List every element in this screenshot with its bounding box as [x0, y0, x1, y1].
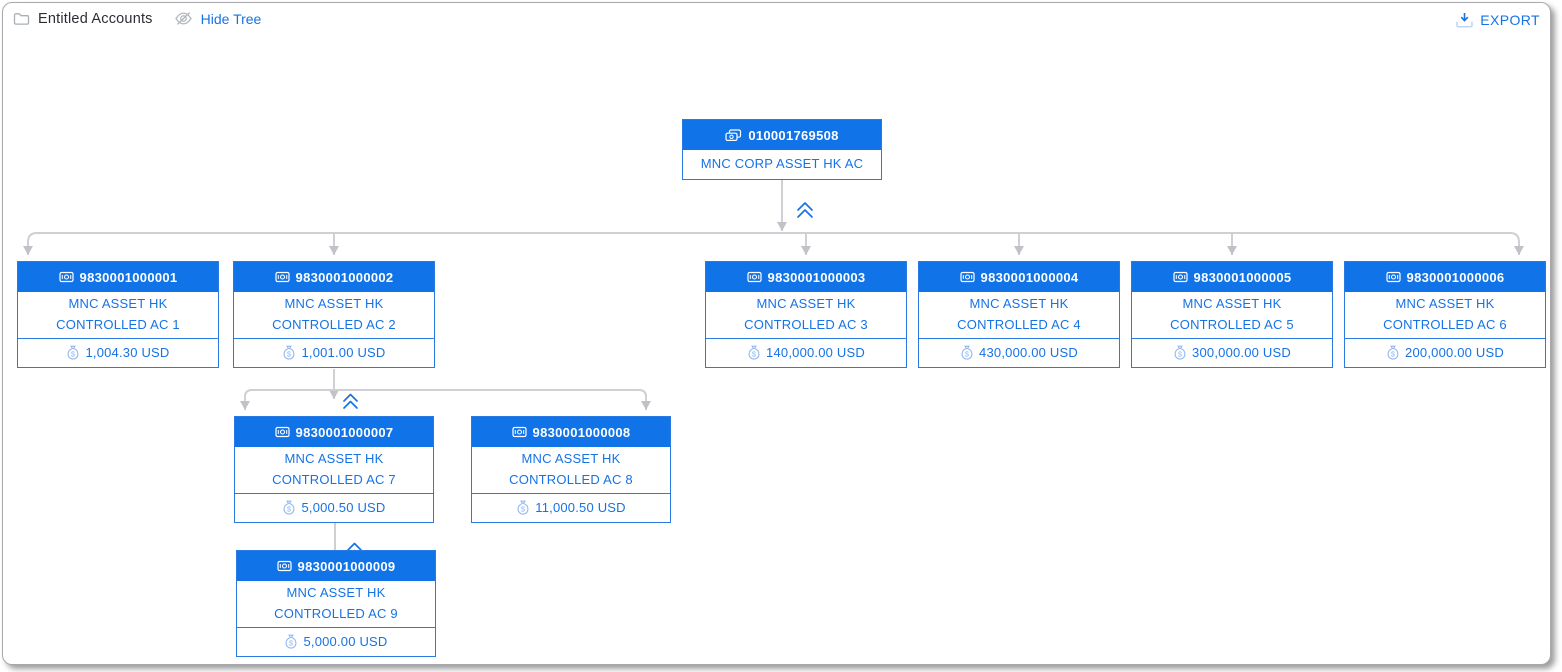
account-number: 9830001000005	[1193, 269, 1292, 285]
account-number-header: 9830001000005	[1132, 262, 1332, 292]
account-node-7[interactable]: 9830001000007 MNC ASSET HK CONTROLLED AC…	[234, 416, 434, 523]
account-number-header: 9830001000002	[234, 262, 434, 292]
account-node-1[interactable]: 9830001000001 MNC ASSET HK CONTROLLED AC…	[17, 261, 219, 368]
account-balance: $ 11,000.50 USD	[472, 494, 670, 522]
account-name: MNC ASSET HK CONTROLLED AC 4	[919, 292, 1119, 339]
balance-text: 1,004.30 USD	[85, 345, 170, 361]
svg-text:$: $	[287, 504, 292, 513]
svg-text:$: $	[1178, 349, 1183, 358]
account-number: 9830001000003	[767, 269, 866, 285]
balance-text: 1,001.00 USD	[301, 345, 386, 361]
collapse-icon[interactable]	[343, 393, 358, 409]
eye-off-icon	[173, 10, 194, 27]
money-bag-icon: $	[960, 345, 974, 361]
account-name: MNC ASSET HK CONTROLLED AC 5	[1132, 292, 1332, 339]
money-bag-icon: $	[1386, 345, 1400, 361]
account-balance: $ 430,000.00 USD	[919, 339, 1119, 367]
account-number-header: 9830001000003	[706, 262, 906, 292]
money-bag-icon: $	[282, 345, 296, 361]
account-number: 9830001000002	[295, 269, 394, 285]
svg-text:$: $	[521, 504, 526, 513]
account-number-header: 9830001000007	[235, 417, 433, 447]
money-bag-icon: $	[516, 500, 530, 516]
money-bag-icon: $	[747, 345, 761, 361]
account-balance: $ 5,000.00 USD	[237, 628, 435, 656]
banknote-icon	[276, 560, 292, 572]
hide-tree-label: Hide Tree	[200, 10, 262, 27]
account-number: 010001769508	[748, 127, 839, 143]
account-balance: $ 300,000.00 USD	[1132, 339, 1332, 367]
money-bag-icon: $	[66, 345, 80, 361]
account-node-5[interactable]: 9830001000005 MNC ASSET HK CONTROLLED AC…	[1131, 261, 1333, 368]
account-balance: $ 5,000.50 USD	[235, 494, 433, 522]
svg-text:$: $	[289, 638, 294, 647]
account-node-2[interactable]: 9830001000002 MNC ASSET HK CONTROLLED AC…	[233, 261, 435, 368]
banknote-icon	[959, 271, 975, 283]
account-number-header: 9830001000004	[919, 262, 1119, 292]
money-bag-icon: $	[282, 500, 296, 516]
svg-text:$: $	[965, 349, 970, 358]
account-number-header: 9830001000008	[472, 417, 670, 447]
account-number: 9830001000009	[297, 558, 396, 574]
account-name: MNC ASSET HK CONTROLLED AC 1	[18, 292, 218, 339]
export-button[interactable]: EXPORT	[1454, 11, 1540, 29]
svg-text:$: $	[71, 349, 76, 358]
account-node-6[interactable]: 9830001000006 MNC ASSET HK CONTROLLED AC…	[1344, 261, 1546, 368]
account-name: MNC ASSET HK CONTROLLED AC 7	[235, 447, 433, 494]
account-name: MNC ASSET HK CONTROLLED AC 2	[234, 292, 434, 339]
svg-text:$: $	[752, 349, 757, 358]
account-balance: $ 1,001.00 USD	[234, 339, 434, 367]
collapse-icon[interactable]	[797, 202, 813, 218]
export-label: EXPORT	[1480, 12, 1540, 28]
toolbar: Entitled Accounts Hide Tree EXPORT	[3, 3, 1550, 39]
account-node-4[interactable]: 9830001000004 MNC ASSET HK CONTROLLED AC…	[918, 261, 1120, 368]
banknote-icon	[1385, 271, 1401, 283]
account-number-header: 010001769508	[683, 120, 881, 150]
account-balance: $ 200,000.00 USD	[1345, 339, 1545, 367]
account-name: MNC ASSET HK CONTROLLED AC 9	[237, 581, 435, 628]
banknote-icon	[58, 271, 74, 283]
account-number-header: 9830001000006	[1345, 262, 1545, 292]
money-bag-icon: $	[284, 634, 298, 650]
account-number-header: 9830001000001	[18, 262, 218, 292]
hide-tree-toggle[interactable]: Hide Tree	[173, 10, 262, 27]
account-node-8[interactable]: 9830001000008 MNC ASSET HK CONTROLLED AC…	[471, 416, 671, 523]
svg-text:$: $	[1391, 349, 1396, 358]
account-name: MNC ASSET HK CONTROLLED AC 8	[472, 447, 670, 494]
balance-text: 140,000.00 USD	[766, 345, 865, 361]
entitled-accounts-card: Entitled Accounts Hide Tree EXPORT	[2, 2, 1551, 665]
account-name: MNC ASSET HK CONTROLLED AC 3	[706, 292, 906, 339]
folder-icon	[13, 12, 30, 26]
account-node-root[interactable]: 010001769508 MNC CORP ASSET HK AC	[682, 119, 882, 180]
account-number: 9830001000008	[532, 424, 631, 440]
account-number: 9830001000006	[1406, 269, 1505, 285]
download-icon	[1454, 11, 1475, 29]
account-balance: $ 1,004.30 USD	[18, 339, 218, 367]
balance-text: 300,000.00 USD	[1192, 345, 1291, 361]
banknote-icon	[1172, 271, 1188, 283]
money-bag-icon: $	[1173, 345, 1187, 361]
banknote-icon	[746, 271, 762, 283]
account-number: 9830001000004	[980, 269, 1079, 285]
balance-text: 11,000.50 USD	[535, 500, 626, 516]
banknote-icon	[274, 271, 290, 283]
account-name: MNC CORP ASSET HK AC	[700, 156, 864, 172]
account-number: 9830001000007	[295, 424, 394, 440]
banknotes-icon	[725, 128, 742, 142]
account-name: MNC ASSET HK CONTROLLED AC 6	[1345, 292, 1545, 339]
banknote-icon	[511, 426, 527, 438]
account-balance: $ 140,000.00 USD	[706, 339, 906, 367]
toolbar-left: Entitled Accounts Hide Tree	[13, 10, 261, 27]
account-node-3[interactable]: 9830001000003 MNC ASSET HK CONTROLLED AC…	[705, 261, 907, 368]
balance-text: 200,000.00 USD	[1405, 345, 1504, 361]
account-node-9[interactable]: 9830001000009 MNC ASSET HK CONTROLLED AC…	[236, 550, 436, 657]
banknote-icon	[274, 426, 290, 438]
account-number: 9830001000001	[79, 269, 178, 285]
svg-text:$: $	[287, 349, 292, 358]
balance-text: 5,000.00 USD	[303, 634, 388, 650]
page-title: Entitled Accounts	[38, 10, 153, 27]
balance-text: 430,000.00 USD	[979, 345, 1078, 361]
account-number-header: 9830001000009	[237, 551, 435, 581]
balance-text: 5,000.50 USD	[301, 500, 386, 516]
